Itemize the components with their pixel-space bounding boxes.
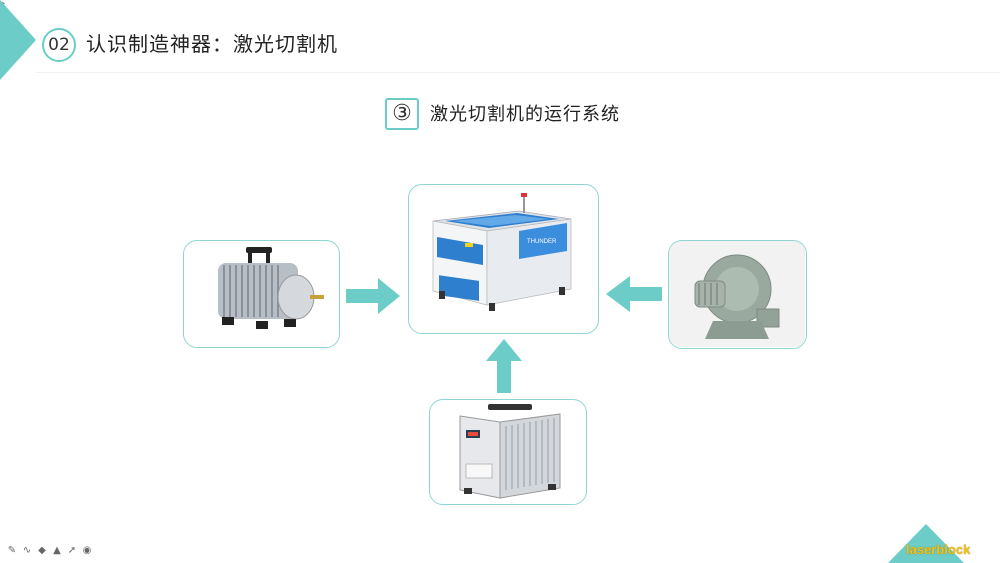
corner-accent — [0, 0, 36, 80]
eraser-icon[interactable]: ◆ — [38, 545, 46, 556]
air-pump-card — [183, 240, 340, 348]
exhaust-blower-card — [668, 240, 807, 349]
svg-text:THUNDER: THUNDER — [527, 239, 557, 245]
header-divider — [36, 72, 1000, 73]
water-chiller-card — [429, 399, 587, 505]
highlighter-icon[interactable]: ▲ — [53, 545, 61, 556]
exhaust-blower-image — [669, 241, 805, 347]
subsection-title: 激光切割机的运行系统 — [430, 104, 620, 125]
logo-text: laserblock — [906, 542, 971, 557]
arrow-left — [606, 276, 662, 312]
laser-cutter-card: THUNDER — [408, 184, 599, 334]
settings-icon[interactable]: ◉ — [82, 545, 92, 556]
presenter-toolbar: ✎ ∿ ◆ ▲ ➚ ◉ — [6, 545, 93, 559]
arrow-up — [486, 339, 522, 393]
pointer-icon[interactable]: ➚ — [67, 545, 77, 556]
water-chiller-image — [459, 404, 561, 499]
arrow-right — [346, 278, 400, 314]
air-pump-image — [218, 247, 324, 329]
laser-cutter-image: THUNDER — [432, 193, 572, 311]
ink-icon[interactable]: ∿ — [22, 545, 32, 556]
section-number-badge: 02 — [42, 28, 76, 62]
pen-icon[interactable]: ✎ — [7, 545, 17, 556]
logo-triangle — [888, 524, 964, 563]
section-title: 认识制造神器：激光切割机 — [86, 32, 338, 56]
subsection-number-badge: ③ — [385, 98, 419, 130]
